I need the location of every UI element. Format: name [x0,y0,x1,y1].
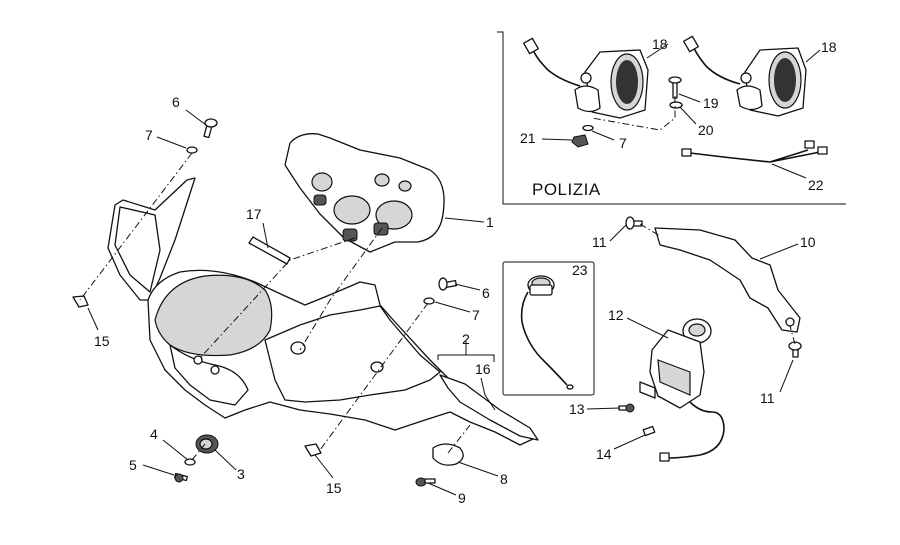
trim-strip-17 [248,236,291,265]
callout-2: 2 [462,331,470,347]
assembly-line-7-15-bottom [319,302,429,451]
screw-13 [618,403,635,413]
callout-5: 5 [129,457,137,473]
polizia-label: POLIZIA [532,180,601,199]
screw-11-top [625,216,643,230]
callout-6-left: 6 [172,94,180,110]
spoiler-16 [439,374,539,441]
washer-7-right [423,297,435,305]
siren-harness [689,149,821,163]
callout-21: 21 [520,130,536,146]
grommet-3 [195,434,219,454]
washer-7-inset [582,124,594,132]
polizia-inset-border [497,31,846,205]
washer-20 [669,101,683,109]
sensor-23 [527,275,555,296]
callout-1: 1 [486,214,494,230]
plate-8 [432,443,464,466]
siren-right-connector [683,35,699,53]
siren-speaker-right [736,47,807,117]
callout-11-bottom: 11 [760,390,775,406]
callout-15-left: 15 [94,333,110,349]
ignition-switch-12 [639,318,712,409]
ignition-wire [667,401,725,459]
screw-19 [668,76,682,99]
front-fairing [107,177,536,446]
screw-14 [642,425,656,437]
callout-18-right: 18 [821,39,837,55]
bracket-10 [654,227,801,333]
callout-4: 4 [150,426,158,442]
clip-15-bottom [304,443,322,457]
callout-15-bottom: 15 [326,480,342,496]
sensor-23-wire [520,291,568,386]
callout-20: 20 [698,122,714,138]
clip-15-left [72,295,89,308]
callout-19: 19 [703,95,719,111]
callout-3: 3 [237,466,245,482]
harness-connector-a [681,148,692,157]
screw-11-bottom [788,341,802,358]
callout-7-inset: 7 [619,135,627,151]
instrument-cluster [284,133,445,253]
leader-lines [87,43,821,496]
callout-23: 23 [572,262,588,278]
assembly-line-cluster-left [199,237,356,359]
screw-6-left [203,118,218,139]
assembly-line-cluster-right [299,227,383,351]
callout-14: 14 [596,446,612,462]
ignition-connector [659,452,670,462]
screw-5 [174,472,188,483]
washer-4 [184,458,196,466]
callout-22: 22 [808,177,824,193]
harness-connector-c [817,146,828,155]
harness-connector-b [804,140,815,149]
callout-8: 8 [500,471,508,487]
siren-left-connector [523,37,539,55]
siren-left-wire [533,51,581,87]
callout-13: 13 [569,401,585,417]
assembly-line-11-top [639,223,661,237]
callout-18-left: 18 [652,36,668,52]
callout-10: 10 [800,234,816,250]
screw-6-right [438,277,458,291]
callout-11-top: 11 [592,234,607,250]
washer-7-left [186,146,198,154]
siren-speaker-left [574,49,649,119]
screw-9 [415,477,436,487]
callout-17: 17 [246,206,262,222]
callout-7-left: 7 [145,127,153,143]
assembly-line-grommet [191,443,206,461]
assembly-line-plate [447,424,471,454]
callout-9: 9 [458,490,466,506]
assembly-line-7-15 [79,152,193,301]
sensor-23-terminal [566,384,574,390]
assembly-line-11-bottom [789,325,796,345]
callout-6-right: 6 [482,285,490,301]
callout-16: 16 [475,361,491,377]
nut-21 [571,134,589,148]
callout-12: 12 [608,307,624,323]
siren-right-wire [693,47,741,85]
callout-7-right: 7 [472,307,480,323]
callout-numbers: 1 2 3 4 5 6 6 7 7 7 8 9 10 11 11 12 13 1… [94,36,837,506]
assembly-path-siren [591,96,676,131]
inset-box-23 [502,261,595,396]
